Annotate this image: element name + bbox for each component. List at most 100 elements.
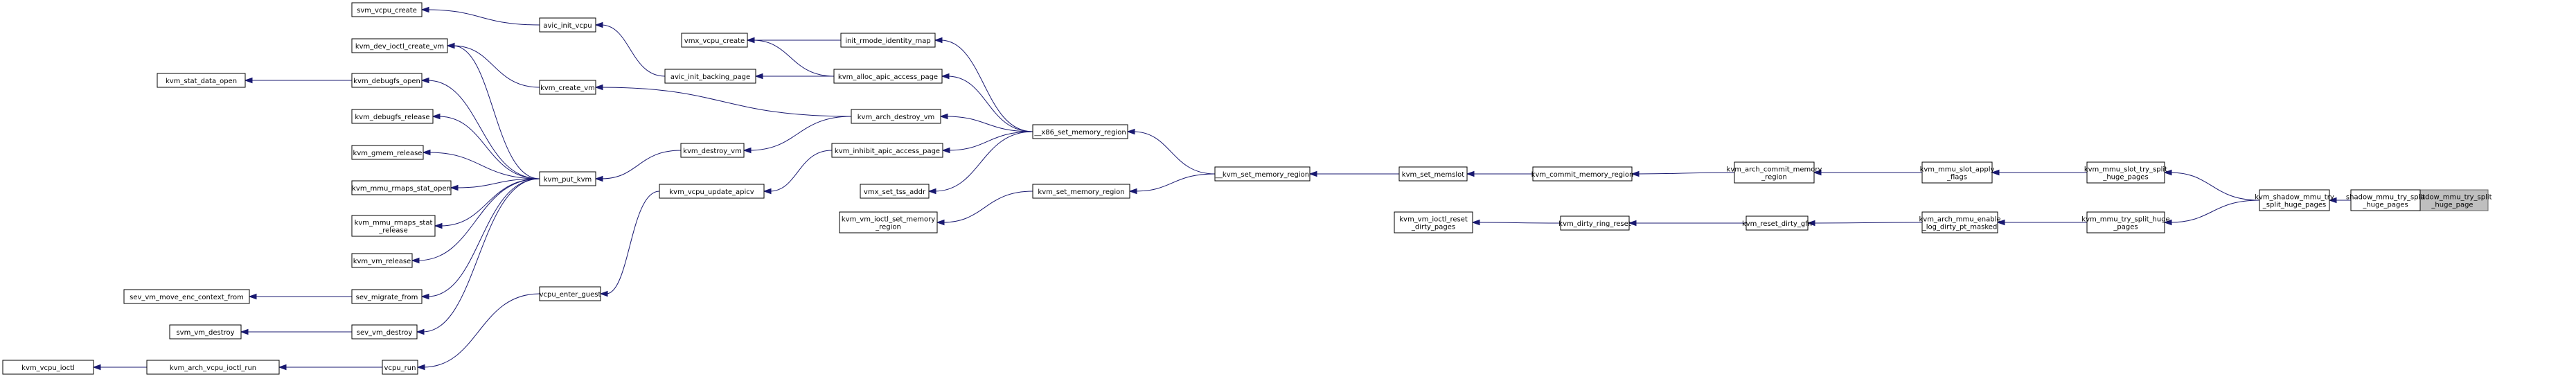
node-kvm_vm_release[interactable]: kvm_vm_release [351,253,413,268]
node-label: shadow_mmu_try_split [2413,194,2491,202]
node-avic_init_backing_page[interactable]: avic_init_backing_page [664,69,756,84]
edge-line [452,45,540,88]
arrowhead-icon [450,184,459,191]
node-box [1532,166,1633,182]
node-label: __x86_set_memory_region [1033,129,1126,136]
node-shadow_mmu_try_split_huge_pages[interactable]: shadow_mmu_try_split_huge_pages [2346,189,2425,211]
node-kvm_inhibit_apic_access_page[interactable]: kvm_inhibit_apic_access_page [831,143,943,158]
node-box [1032,184,1130,199]
node-kvm_create_vm[interactable]: kvm_create_vm [539,80,596,95]
edges-layer [92,6,2428,371]
edge-kvm_shadow_mmu_try_split_huge_pages-to-shadow_mmu_try_split_huge_pages [2328,197,2351,204]
node-kvm_set_memslot[interactable]: kvm_set_memslot [1398,166,1468,182]
node-box [840,33,936,48]
edge-kvm_gmem_release-to-kvm_put_kvm [422,149,540,179]
node-kvm_vm_ioctl_reset_dirty_pages[interactable]: kvm_vm_ioctl_reset_dirty_pages [1394,211,1473,233]
node-kvm_put_kvm[interactable]: kvm_put_kvm [539,171,596,186]
node-box [1394,211,1473,233]
node-kvm_stat_data_open[interactable]: kvm_stat_data_open [157,73,246,88]
node-init_rmode_identity_map[interactable]: init_rmode_identity_map [840,33,936,48]
node-kvm_vcpu_update_apicv[interactable]: kvm_vcpu_update_apicv [659,184,765,199]
node-label: sev_vm_move_enc_context_from [130,294,244,301]
arrowhead-icon [594,21,603,28]
edge-vmx_vcpu_create-to-init_rmode_identity_map [746,37,841,44]
node-kvm_set_memory_region[interactable]: kvm_set_memory_region [1032,184,1130,199]
edge-line [934,131,1033,192]
node-label: avic_init_vcpu [543,22,592,30]
node-box [1398,166,1468,182]
edge-kvm_mmu_try_split_huge_pages-to-kvm_shadow_mmu_try_split_huge_pages [2163,200,2260,226]
arrowhead-icon [941,73,950,80]
edge-kvm_arch_mmu_enable_log_dirty_pt_masked-to-kvm_mmu_try_split_huge_pages [1996,219,2087,226]
node-kvm_arch_mmu_enable_log_dirty_pt_masked[interactable]: kvm_arch_mmu_enable_log_dirty_pt_masked [1919,211,2001,233]
node-kvm_mmu_slot_try_split_huge_pages[interactable]: kvm_mmu_slot_try_split_huge_pages [2084,161,2167,184]
node-kvm_destroy_vm[interactable]: kvm_destroy_vm [680,143,745,158]
node-kvm_mmu_try_split_huge_pages[interactable]: kvm_mmu_try_split_huge_pages [2081,211,2170,233]
edge-line [1813,222,1923,224]
edge-kvm_arch_vcpu_ioctl_run-to-vcpu_run [278,364,383,371]
node-sev_migrate_from[interactable]: sev_migrate_from [351,289,423,304]
node-box [382,360,418,375]
edge-line [1135,173,1216,192]
node-kvm_dev_ioctl_create_vm[interactable]: kvm_dev_ioctl_create_vm [351,38,448,53]
arrowhead-icon [1308,170,1317,177]
node-box [659,184,765,199]
node-label: kvm_alloc_apic_access_page [838,73,938,81]
edge-kvm_debugfs_open-to-kvm_put_kvm [420,77,540,179]
node-kvm_shadow_mmu_try_split_huge_pages[interactable]: kvm_shadow_mmu_try_split_huge_pages [2255,189,2334,211]
node-avic_init_vcpu[interactable]: avic_init_vcpu [539,17,596,33]
edge-kvm_dev_ioctl_create_vm-to-kvm_put_kvm [446,42,540,179]
node-kvm_reset_dirty_gfn[interactable]: kvm_reset_dirty_gfn [1742,215,1812,231]
node-box [351,109,434,124]
node-sev_vm_move_enc_context_from[interactable]: sev_vm_move_enc_context_from [123,289,250,304]
node-kvm_mmu_slot_apply_flags[interactable]: kvm_mmu_slot_apply_flags [1920,161,1995,184]
node-kvm_mmu_rmaps_stat_open[interactable]: kvm_mmu_rmaps_stat_open [351,180,452,195]
edge-line [427,178,540,297]
edge-kvm_dev_ioctl_create_vm-to-kvm_create_vm [446,42,540,88]
node-vcpu_run[interactable]: vcpu_run [382,360,418,375]
node-label: _huge_page [2431,202,2473,209]
node-kvm_vm_ioctl_set_memory_region[interactable]: kvm_vm_ioctl_set_memory_region [839,211,938,233]
edge-kvm_debugfs_release-to-kvm_put_kvm [432,113,540,179]
node-vcpu_enter_guest[interactable]: vcpu_enter_guest [539,286,601,301]
edge-kvm_dirty_ring_reset-to-kvm_reset_dirty_gfn [1628,220,1746,227]
node-kvm_arch_destroy_vm[interactable]: kvm_arch_destroy_vm [851,109,941,124]
node-box [2416,189,2489,211]
node-kvm_mmu_rmaps_stat_release[interactable]: kvm_mmu_rmaps_stat_release [351,215,436,237]
node-label: kvm_commit_memory_region [1531,171,1634,179]
node-label: kvm_create_vm [540,85,595,92]
node-__x86_set_memory_region[interactable]: __x86_set_memory_region [1032,124,1128,139]
node-sev_vm_destroy[interactable]: sev_vm_destroy [351,324,418,340]
node-vmx_set_tss_addr[interactable]: vmx_set_tss_addr [860,184,930,199]
node-kvm_vcpu_ioctl[interactable]: kvm_vcpu_ioctl [2,360,94,375]
node-vmx_vcpu_create[interactable]: vmx_vcpu_create [681,33,748,48]
node-label: avic_init_backing_page [670,73,750,81]
node-kvm_arch_vcpu_ioctl_run[interactable]: kvm_arch_vcpu_ioctl_run [146,360,280,375]
node-box [1921,161,1993,184]
node-label: kvm_set_memory_region [1038,188,1124,196]
arrowhead-icon [2328,197,2337,204]
node-kvm_arch_commit_memory_region[interactable]: kvm_arch_commit_memory_region [1727,161,1822,184]
node-box [851,109,941,124]
node-kvm_alloc_apic_access_page[interactable]: kvm_alloc_apic_access_page [833,69,943,84]
edge-line [417,178,540,261]
node-svm_vm_destroy[interactable]: svm_vm_destroy [169,324,242,340]
node-label: sev_migrate_from [356,294,418,301]
node-label: svm_vm_destroy [176,329,234,337]
node-label: vmx_vcpu_create [684,37,745,45]
node-kvm_dirty_ring_reset[interactable]: kvm_dirty_ring_reset [1558,215,1631,231]
arrowhead-icon [1126,128,1135,135]
edge-init_rmode_identity_map-to-__x86_set_memory_region [934,37,1033,132]
edge-line [601,24,666,77]
edge-sev_vm_destroy-to-kvm_put_kvm [416,178,540,335]
node-kvm_commit_memory_region[interactable]: kvm_commit_memory_region [1531,166,1634,182]
node-svm_vcpu_create[interactable]: svm_vcpu_create [351,2,423,17]
node-__kvm_set_memory_region[interactable]: __kvm_set_memory_region [1214,166,1311,182]
edge-line [2169,172,2260,201]
node-kvm_debugfs_release[interactable]: kvm_debugfs_release [351,109,434,124]
node-label: kvm_inhibit_apic_access_page [835,148,940,155]
node-kvm_gmem_release[interactable]: kvm_gmem_release [351,145,424,160]
node-box [169,324,242,340]
node-kvm_debugfs_open[interactable]: kvm_debugfs_open [351,73,423,88]
edge-kvm_mmu_rmaps_stat_open-to-kvm_put_kvm [450,178,540,191]
